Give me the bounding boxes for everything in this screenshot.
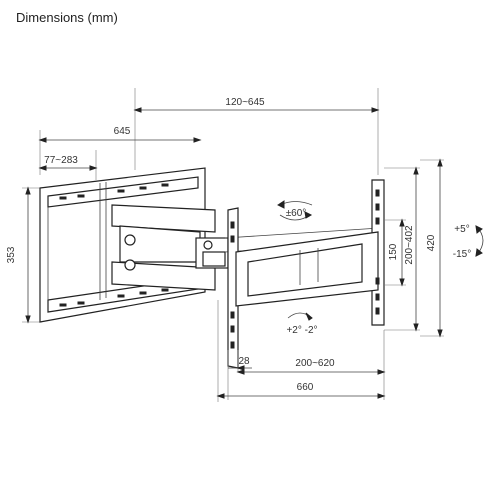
dimension-150: 150 (384, 218, 406, 287)
wall-height-label: 353 (6, 246, 17, 263)
articulating-arms (111, 204, 381, 291)
total-width-label: 660 (297, 382, 314, 393)
level-adjust-indicator: +2° -2° (286, 312, 318, 336)
dimension-top-width: 120~645 (133, 88, 380, 175)
tilt-indicator: +5° -15° (453, 224, 484, 260)
tilt-up-label: +5° (454, 224, 469, 235)
wall-spacing-label: 77~283 (44, 155, 78, 166)
vesa-vertical-label: 200~402 (404, 225, 415, 265)
dimension-offset-28: 28 (227, 350, 252, 400)
dimension-total-width: 660 (216, 300, 386, 402)
diagram-title: Dimensions (mm) (16, 10, 118, 25)
top-width-label: 120~645 (225, 97, 265, 108)
rotation-indicator: ±60° (277, 200, 313, 221)
dimension-vesa-vertical: 200~402 (384, 166, 420, 332)
dim-150-label: 150 (388, 243, 399, 260)
arm-length-label: 645 (114, 126, 131, 137)
tilt-down-label: -15° (453, 249, 471, 260)
dimension-wall-spacing: 77~283 (38, 150, 98, 180)
bracket-height-label: 420 (426, 234, 437, 251)
level-adjust-label: +2° -2° (286, 325, 317, 336)
dimension-wall-height: 353 (6, 186, 42, 324)
dimension-vesa-horizontal: 200~620 (236, 330, 386, 400)
vesa-horizontal-label: 200~620 (295, 358, 335, 369)
dimension-bracket-height: 420 (420, 158, 444, 338)
offset-28-label: 28 (238, 356, 250, 367)
tv-bracket (227, 179, 385, 369)
rotation-label: ±60° (286, 208, 307, 219)
